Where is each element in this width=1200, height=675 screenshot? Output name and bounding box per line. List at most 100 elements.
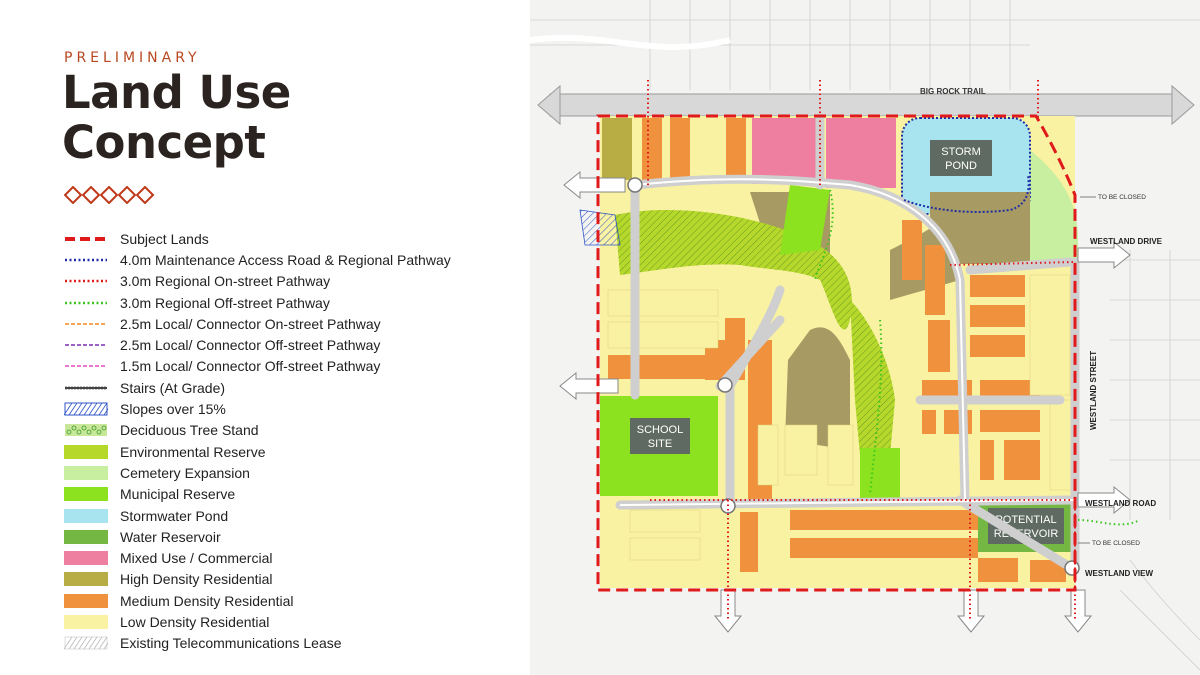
medium-density-3 [670, 118, 690, 180]
legend-item: 2.5m Local/ Connector Off-street Pathway [64, 334, 524, 355]
legend-item: Municipal Reserve [64, 484, 524, 505]
legend-label: Deciduous Tree Stand [120, 422, 259, 439]
school-site-label-1: SCHOOL [637, 424, 683, 436]
tree-stand-south [850, 300, 895, 455]
legend-item: Existing Telecommunications Lease [64, 633, 524, 654]
legend-item: Mixed Use / Commercial [64, 547, 524, 568]
roundabout-se [1064, 560, 1080, 576]
legend-item: Low Density Residential [64, 611, 524, 632]
legend-swatch [65, 365, 107, 368]
to-be-closed-label-1: TO BE CLOSED [1098, 194, 1146, 201]
legend: Subject Lands 4.0m Maintenance Access Roa… [64, 228, 524, 654]
title-line-2: Concept [62, 116, 266, 169]
mixed-use-west [752, 118, 816, 184]
page-title: Land Use Concept [62, 68, 291, 168]
legend-item: Stormwater Pond [64, 505, 524, 526]
legend-swatch [65, 344, 107, 346]
medium-density-2 [642, 118, 662, 180]
municipal-reserve-south [860, 448, 900, 498]
big-rock-trail-road [549, 93, 1181, 117]
legend-swatch [64, 614, 108, 629]
municipal-reserve-north [780, 185, 830, 255]
legend-swatch [64, 444, 108, 459]
diamond-ornament [64, 186, 155, 204]
legend-label: Slopes over 15% [120, 401, 226, 418]
medium-density-blocks [608, 220, 1066, 582]
low-density-n1 [698, 118, 720, 180]
legend-item: 3.0m Regional On-street Pathway [64, 271, 524, 292]
legend-item: Slopes over 15% [64, 398, 524, 419]
school-site-label-2: SITE [648, 438, 672, 450]
legend-label: Municipal Reserve [120, 486, 236, 503]
maintenance-access-road [903, 174, 1030, 213]
medium-density-4 [726, 118, 746, 180]
legend-label: Medium Density Residential [120, 592, 294, 609]
legend-swatch [64, 529, 108, 544]
storm-pond-label-1: STORM [941, 146, 981, 158]
title-line-1: Land Use [62, 66, 291, 119]
reservoir-label-1: POTENTIAL [995, 514, 1056, 526]
legend-swatch [64, 572, 108, 587]
legend-label: Stairs (At Grade) [120, 379, 226, 396]
legend-label: 3.0m Regional Off-street Pathway [120, 294, 330, 311]
land-use-map: BIG ROCK TRAIL STORM POND [530, 0, 1200, 671]
westland-view-label: WESTLAND VIEW [1085, 569, 1153, 578]
legend-label: Stormwater Pond [120, 507, 229, 524]
legend-label: 4.0m Maintenance Access Road & Regional … [120, 251, 451, 268]
roundabout-w [717, 377, 733, 393]
legend-label: Subject Lands [120, 230, 209, 247]
road-centrelines [619, 178, 1076, 506]
legend-swatch [65, 424, 107, 437]
legend-swatch [65, 236, 107, 241]
legend-label: Cemetery Expansion [120, 464, 250, 481]
legend-item: 1.5m Local/ Connector Off-street Pathway [64, 356, 524, 377]
access-arrows [559, 170, 1131, 633]
site-map: BIG ROCK TRAIL STORM POND [530, 0, 1200, 675]
slope-area [579, 209, 621, 246]
big-rock-trail-arrow-west [537, 84, 561, 126]
legend-panel: PRELIMINARY Land Use Concept Subject Lan… [0, 0, 530, 675]
storm-pond-label-box [930, 140, 992, 176]
legend-item: Deciduous Tree Stand [64, 420, 524, 441]
subject-lands-boundary [596, 114, 1077, 592]
westland-street-label: WESTLAND STREET [1089, 351, 1098, 430]
big-rock-trail-arrow-east [1171, 84, 1195, 126]
legend-item: Cemetery Expansion [64, 462, 524, 483]
eyebrow-label: PRELIMINARY [64, 50, 201, 66]
legend-swatch [64, 402, 108, 416]
legend-swatch [65, 258, 107, 262]
roundabout-nw [627, 177, 643, 193]
legend-label: 2.5m Local/ Connector On-street Pathway [120, 315, 381, 332]
mixed-use-east [826, 118, 896, 188]
legend-swatch [64, 508, 108, 523]
legend-item: 3.0m Regional Off-street Pathway [64, 292, 524, 313]
low-density-blocks [607, 274, 1075, 561]
legend-label: Mixed Use / Commercial [120, 550, 273, 567]
legend-swatch [64, 465, 108, 480]
legend-item: 4.0m Maintenance Access Road & Regional … [64, 249, 524, 270]
context-street [530, 34, 731, 51]
legend-item: Subject Lands [64, 228, 524, 249]
legend-label: Environmental Reserve [120, 443, 266, 460]
legend-item: Stairs (At Grade) [64, 377, 524, 398]
legend-swatch [64, 487, 108, 502]
storm-pond-label-2: POND [945, 160, 977, 172]
legend-item: Water Reservoir [64, 526, 524, 547]
to-be-closed-label-2: TO BE CLOSED [1092, 540, 1140, 547]
legend-swatch [64, 593, 108, 608]
legend-item: High Density Residential [64, 569, 524, 590]
legend-swatch [64, 551, 108, 566]
legend-swatch [65, 323, 107, 325]
legend-swatch [65, 279, 107, 283]
medium-density-1 [602, 118, 632, 180]
legend-item: Environmental Reserve [64, 441, 524, 462]
legend-label: Existing Telecommunications Lease [120, 635, 342, 652]
legend-label: 2.5m Local/ Connector Off-street Pathway [120, 337, 381, 354]
big-rock-trail-label: BIG ROCK TRAIL [920, 87, 986, 96]
regional-off-street-pathway [814, 189, 1141, 526]
school-site-label-box [630, 418, 690, 454]
legend-label: 1.5m Local/ Connector Off-street Pathway [120, 358, 381, 375]
legend-swatch [65, 301, 107, 304]
high-density-mid [785, 327, 850, 450]
legend-item: Medium Density Residential [64, 590, 524, 611]
